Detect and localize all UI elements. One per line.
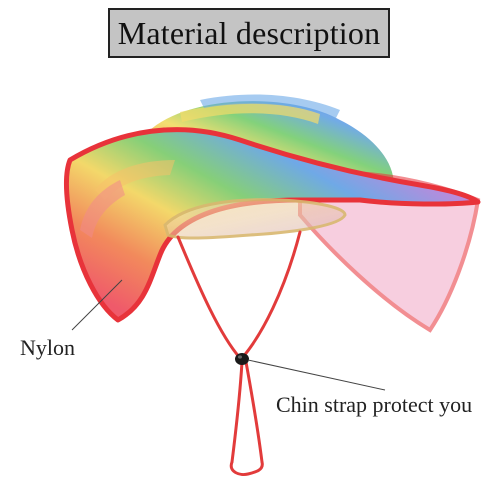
chin-strap	[176, 230, 302, 476]
title-box: Material description	[108, 8, 390, 58]
chin-strap-label: Chin strap protect you	[276, 392, 473, 417]
nylon-label: Nylon	[20, 335, 75, 360]
brim-front	[63, 127, 481, 323]
strap-toggle-icon	[235, 353, 249, 365]
page-title: Material description	[117, 14, 381, 51]
strap-leader-line	[247, 359, 386, 391]
nylon-leader-line	[71, 279, 123, 331]
hat-inner-opening	[163, 198, 347, 240]
